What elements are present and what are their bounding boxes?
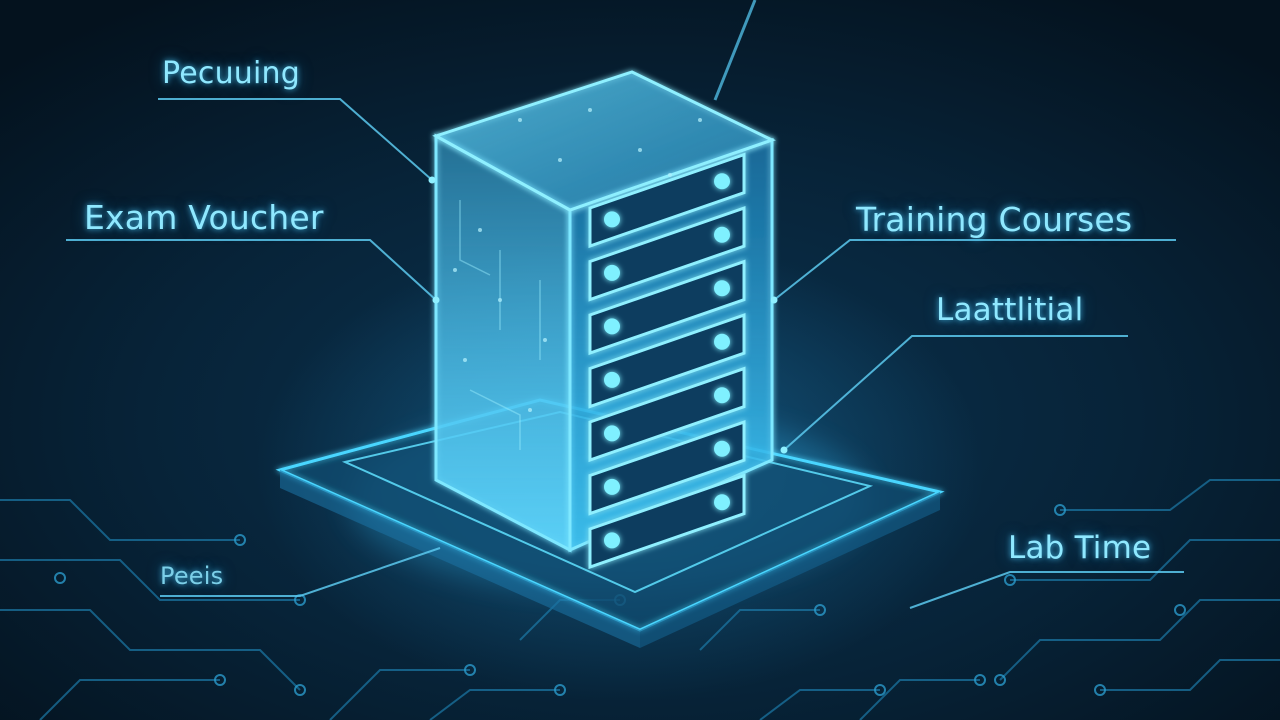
- server-led-icon: [604, 371, 620, 388]
- server-unit: [588, 473, 746, 570]
- server-led-icon: [714, 280, 730, 297]
- server-tower: [432, 70, 776, 570]
- server-led-icon: [604, 318, 620, 335]
- server-led-icon: [714, 333, 730, 350]
- label-top-left: Pecuuing: [162, 56, 300, 91]
- label-exam-voucher: Exam Voucher: [84, 198, 324, 237]
- server-unit: [588, 206, 746, 302]
- server-led-icon: [604, 532, 620, 549]
- server-led-icon: [714, 440, 730, 457]
- label-training-courses: Training Courses: [856, 200, 1133, 239]
- server-led-icon: [604, 211, 620, 228]
- server-led-icon: [714, 173, 730, 190]
- circuit-pads: [54, 504, 1186, 696]
- server-unit: [588, 152, 746, 249]
- server-unit: [588, 366, 746, 463]
- label-mid-right: Laattlitial: [936, 292, 1084, 328]
- server-led-icon: [714, 387, 730, 404]
- server-led-icon: [604, 264, 620, 281]
- server-unit: [588, 420, 746, 516]
- server-units: [588, 152, 746, 570]
- label-lab-time: Lab Time: [1008, 530, 1152, 566]
- server-top-face: [432, 70, 776, 212]
- antenna-line: [713, 0, 757, 101]
- server-led-icon: [604, 478, 620, 495]
- server-led-icon: [714, 494, 730, 511]
- server-led-icon: [604, 425, 620, 442]
- leader-dots: [428, 176, 788, 454]
- label-bottom-left: Peeis: [160, 562, 224, 590]
- server-unit: [588, 259, 746, 356]
- leader-lines: [66, 98, 1184, 609]
- server-unit: [588, 313, 746, 409]
- server-led-icon: [714, 226, 730, 243]
